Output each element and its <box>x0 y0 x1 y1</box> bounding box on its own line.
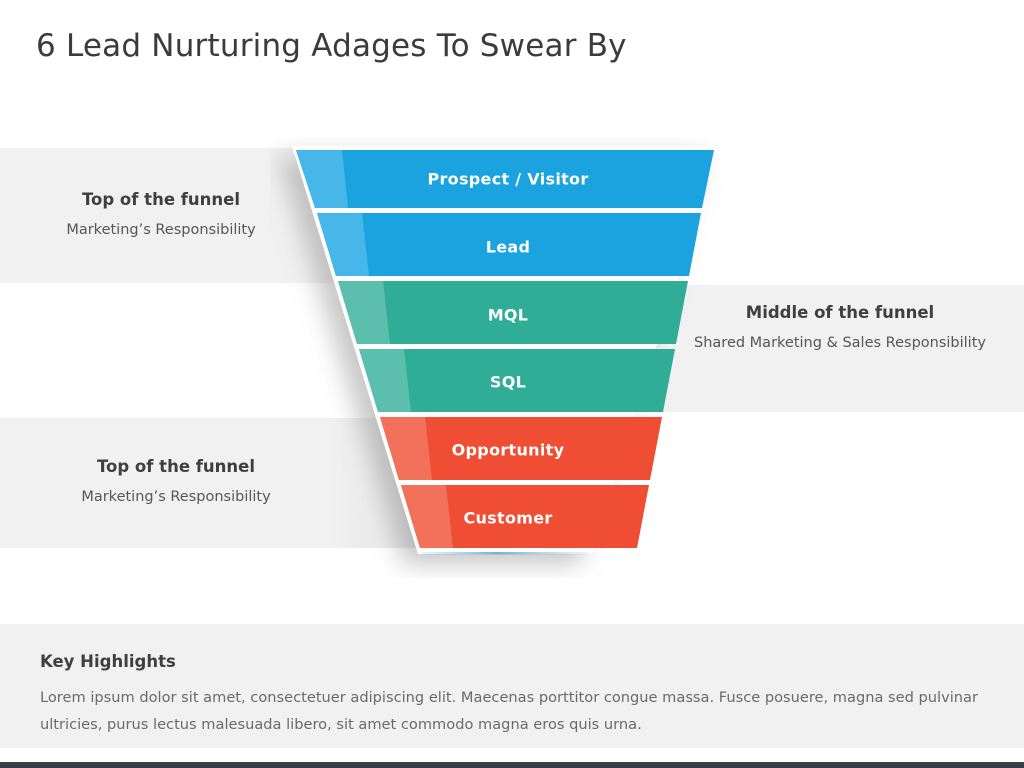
funnel-segment-mql[interactable]: MQL <box>338 281 688 344</box>
funnel-diagram: Prospect / Visitor Lead MQL SQL Opportun… <box>270 138 740 578</box>
caption-top-title: Top of the funnel <box>81 190 241 209</box>
funnel-segment-sql[interactable]: SQL <box>359 349 675 412</box>
funnel-segment-label: Opportunity <box>452 441 565 460</box>
funnel-segment-lead[interactable]: Lead <box>317 213 701 276</box>
caption-middle-of-funnel: Middle of the funnel Shared Marketing & … <box>672 303 1008 354</box>
caption-top-subtitle: Marketing’s Responsibility <box>66 221 256 238</box>
key-highlights-panel: Key Highlights Lorem ipsum dolor sit ame… <box>0 624 1024 748</box>
page-title: 6 Lead Nurturing Adages To Swear By <box>36 28 627 64</box>
funnel-chart: Prospect / Visitor Lead MQL SQL Opportun… <box>292 146 718 555</box>
caption-middle-subtitle: Shared Marketing & Sales Responsibility <box>694 334 986 351</box>
caption-middle-title: Middle of the funnel <box>745 303 935 322</box>
funnel-segment-customer[interactable]: Customer <box>401 485 649 548</box>
funnel-segment-label: Lead <box>486 238 531 257</box>
footer-bar <box>0 762 1024 768</box>
caption-bottom-title: Top of the funnel <box>96 457 256 476</box>
funnel-segment-label: SQL <box>490 373 526 392</box>
key-highlights-title: Key Highlights <box>40 652 176 671</box>
funnel-segment-label: MQL <box>488 306 529 325</box>
key-highlights-body: Lorem ipsum dolor sit amet, consectetuer… <box>40 689 978 734</box>
caption-bottom-subtitle: Marketing’s Responsibility <box>81 488 271 505</box>
funnel-segment-opportunity[interactable]: Opportunity <box>380 417 662 480</box>
caption-top-of-funnel: Top of the funnel Marketing’s Responsibi… <box>20 190 302 241</box>
funnel-base-accent-line <box>422 552 588 555</box>
funnel-segment-prospect-visitor[interactable]: Prospect / Visitor <box>296 150 714 208</box>
funnel-segment-label: Customer <box>463 509 552 528</box>
funnel-segment-label: Prospect / Visitor <box>427 170 588 189</box>
caption-bottom-of-funnel: Top of the funnel Marketing’s Responsibi… <box>20 457 332 508</box>
